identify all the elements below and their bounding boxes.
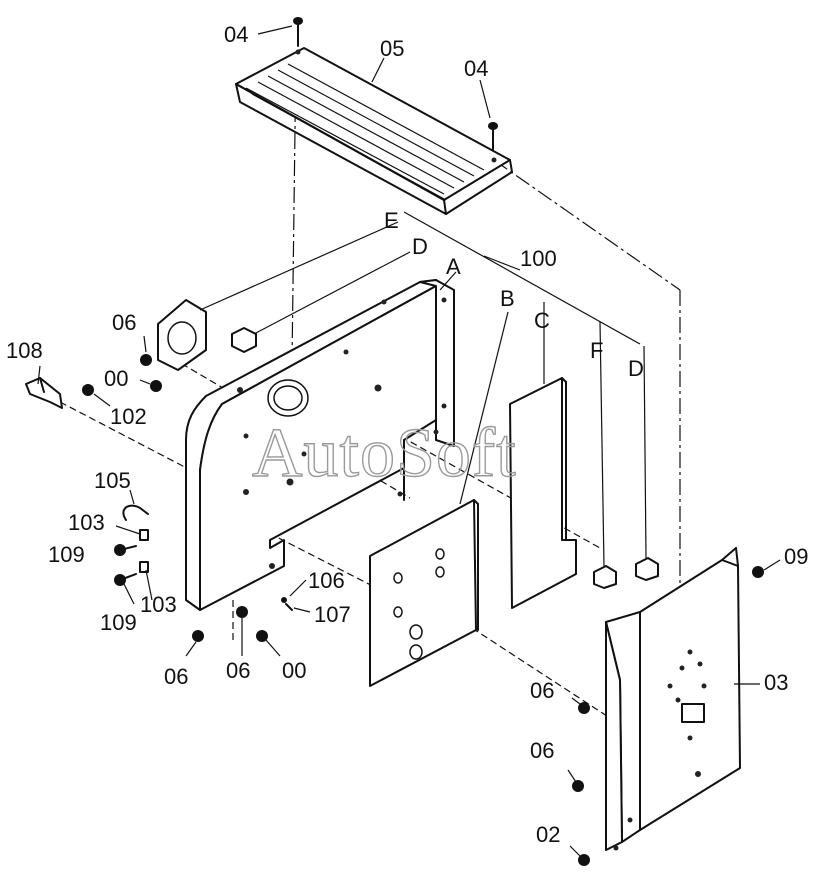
fasteners [82,354,764,866]
label-105: 105 [94,468,131,493]
label-109-lower: 109 [100,610,137,635]
label-04-left: 04 [224,22,248,47]
label-b: B [500,286,515,311]
louvre-cover-05 [235,47,513,215]
block-d-right [635,557,659,581]
foam-strip-c [509,377,577,609]
label-06-right-upper: 06 [530,678,554,703]
label-00-lower: 00 [282,658,306,683]
gasket-e [157,299,207,371]
label-00-upper: 00 [104,366,128,391]
clip-105 [122,504,149,521]
block-d-left [231,327,257,353]
bolt-04-left [293,17,303,47]
clip-103-lower [139,561,149,573]
label-102: 102 [110,404,147,429]
main-shroud-frame [185,279,455,611]
label-108: 108 [6,338,43,363]
label-d-left: D [412,234,428,259]
label-d-right: D [628,356,644,381]
label-109-upper: 109 [48,542,85,567]
side-panel-03 [605,547,741,851]
label-f: F [590,338,603,363]
label-04-right: 04 [464,56,488,81]
clip-103-upper [139,529,149,541]
label-03: 03 [764,670,788,695]
label-06-right-lower: 06 [530,738,554,763]
label-103-lower: 103 [140,592,177,617]
label-e: E [384,208,399,233]
label-06-lower-mid: 06 [226,658,250,683]
label-06-lower-left: 06 [164,664,188,689]
watermark: AutoSoft [252,415,517,492]
bolt-04-right [488,122,498,151]
foam-pad-b [369,499,479,687]
bracket-108 [25,377,63,409]
label-02: 02 [536,822,560,847]
label-c: C [534,308,550,333]
label-06-upper: 06 [112,310,136,335]
label-a: A [446,254,461,279]
leader-lines [37,25,781,857]
label-100: 100 [520,246,557,271]
label-106: 106 [308,568,345,593]
label-103-upper: 103 [68,510,105,535]
label-09: 09 [784,544,808,569]
label-107: 107 [314,602,351,627]
callout-labels: 04 05 04 E D A 100 B C F D 06 00 108 102… [6,22,808,847]
block-f [593,565,617,589]
label-05: 05 [380,36,404,61]
